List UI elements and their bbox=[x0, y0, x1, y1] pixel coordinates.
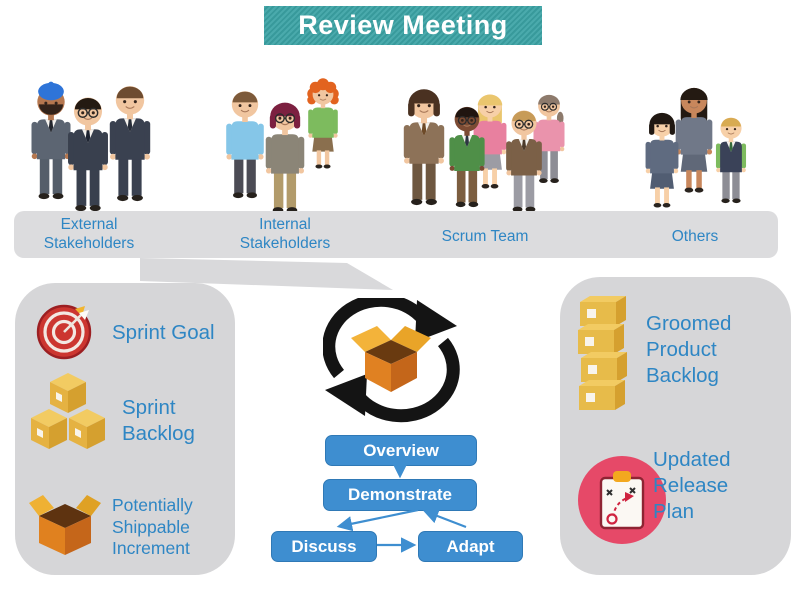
person bbox=[675, 87, 713, 193]
flow-node-adapt: Adapt bbox=[418, 531, 523, 562]
person bbox=[31, 81, 71, 200]
outputs-panel: Groomed Product Backlog Updated Release … bbox=[560, 277, 791, 575]
people-group-scrum-team-icon bbox=[403, 89, 565, 213]
updated-release-plan-label: Updated Release Plan bbox=[653, 448, 731, 524]
group-label-scrum-team: Scrum Team bbox=[441, 228, 529, 245]
groomed-product-backlog-label: Groomed Product Backlog bbox=[646, 312, 732, 388]
cardboard-boxes-icon bbox=[31, 373, 105, 449]
iteration-loop-icon bbox=[323, 298, 460, 423]
person bbox=[403, 89, 445, 206]
arrow-demonstrate-discuss bbox=[336, 508, 419, 532]
sprint-goal-label: Sprint Goal bbox=[112, 321, 215, 344]
person bbox=[307, 78, 339, 169]
flow-node-discuss: Discuss bbox=[271, 531, 377, 562]
person bbox=[715, 117, 747, 204]
person bbox=[68, 97, 108, 212]
page-title: Review Meeting bbox=[264, 6, 542, 45]
group-label-internal-stakeholders: Internal Stakeholders bbox=[239, 216, 331, 253]
person bbox=[533, 94, 565, 184]
inputs-panel: Sprint Goal Sprint Backlog Potentially bbox=[15, 283, 235, 575]
box-stack-icon bbox=[578, 296, 627, 410]
people-group-external-stakeholders-icon bbox=[31, 81, 151, 212]
sprint-backlog-label: Sprint Backlog bbox=[122, 396, 195, 446]
potentially-shippable-increment-label: Potentially Shippable Increment bbox=[112, 495, 193, 559]
group-label-external-stakeholders: External Stakeholders bbox=[43, 216, 135, 253]
person bbox=[506, 110, 542, 213]
person bbox=[265, 102, 305, 214]
open-box-icon bbox=[29, 495, 101, 555]
target-icon bbox=[36, 304, 92, 360]
arrow-adapt-demonstrate bbox=[422, 508, 467, 529]
audience-bar bbox=[14, 211, 778, 258]
person bbox=[226, 91, 264, 199]
person bbox=[645, 112, 679, 208]
release-plan-icon bbox=[578, 456, 666, 544]
flow-node-demonstrate: Demonstrate bbox=[323, 479, 477, 511]
person bbox=[109, 86, 151, 202]
people-group-internal-stakeholders-icon bbox=[226, 78, 339, 214]
flow-node-overview: Overview bbox=[325, 435, 477, 466]
people-group-others-icon bbox=[645, 87, 747, 208]
person bbox=[449, 106, 485, 208]
group-label-others: Others bbox=[671, 228, 719, 245]
